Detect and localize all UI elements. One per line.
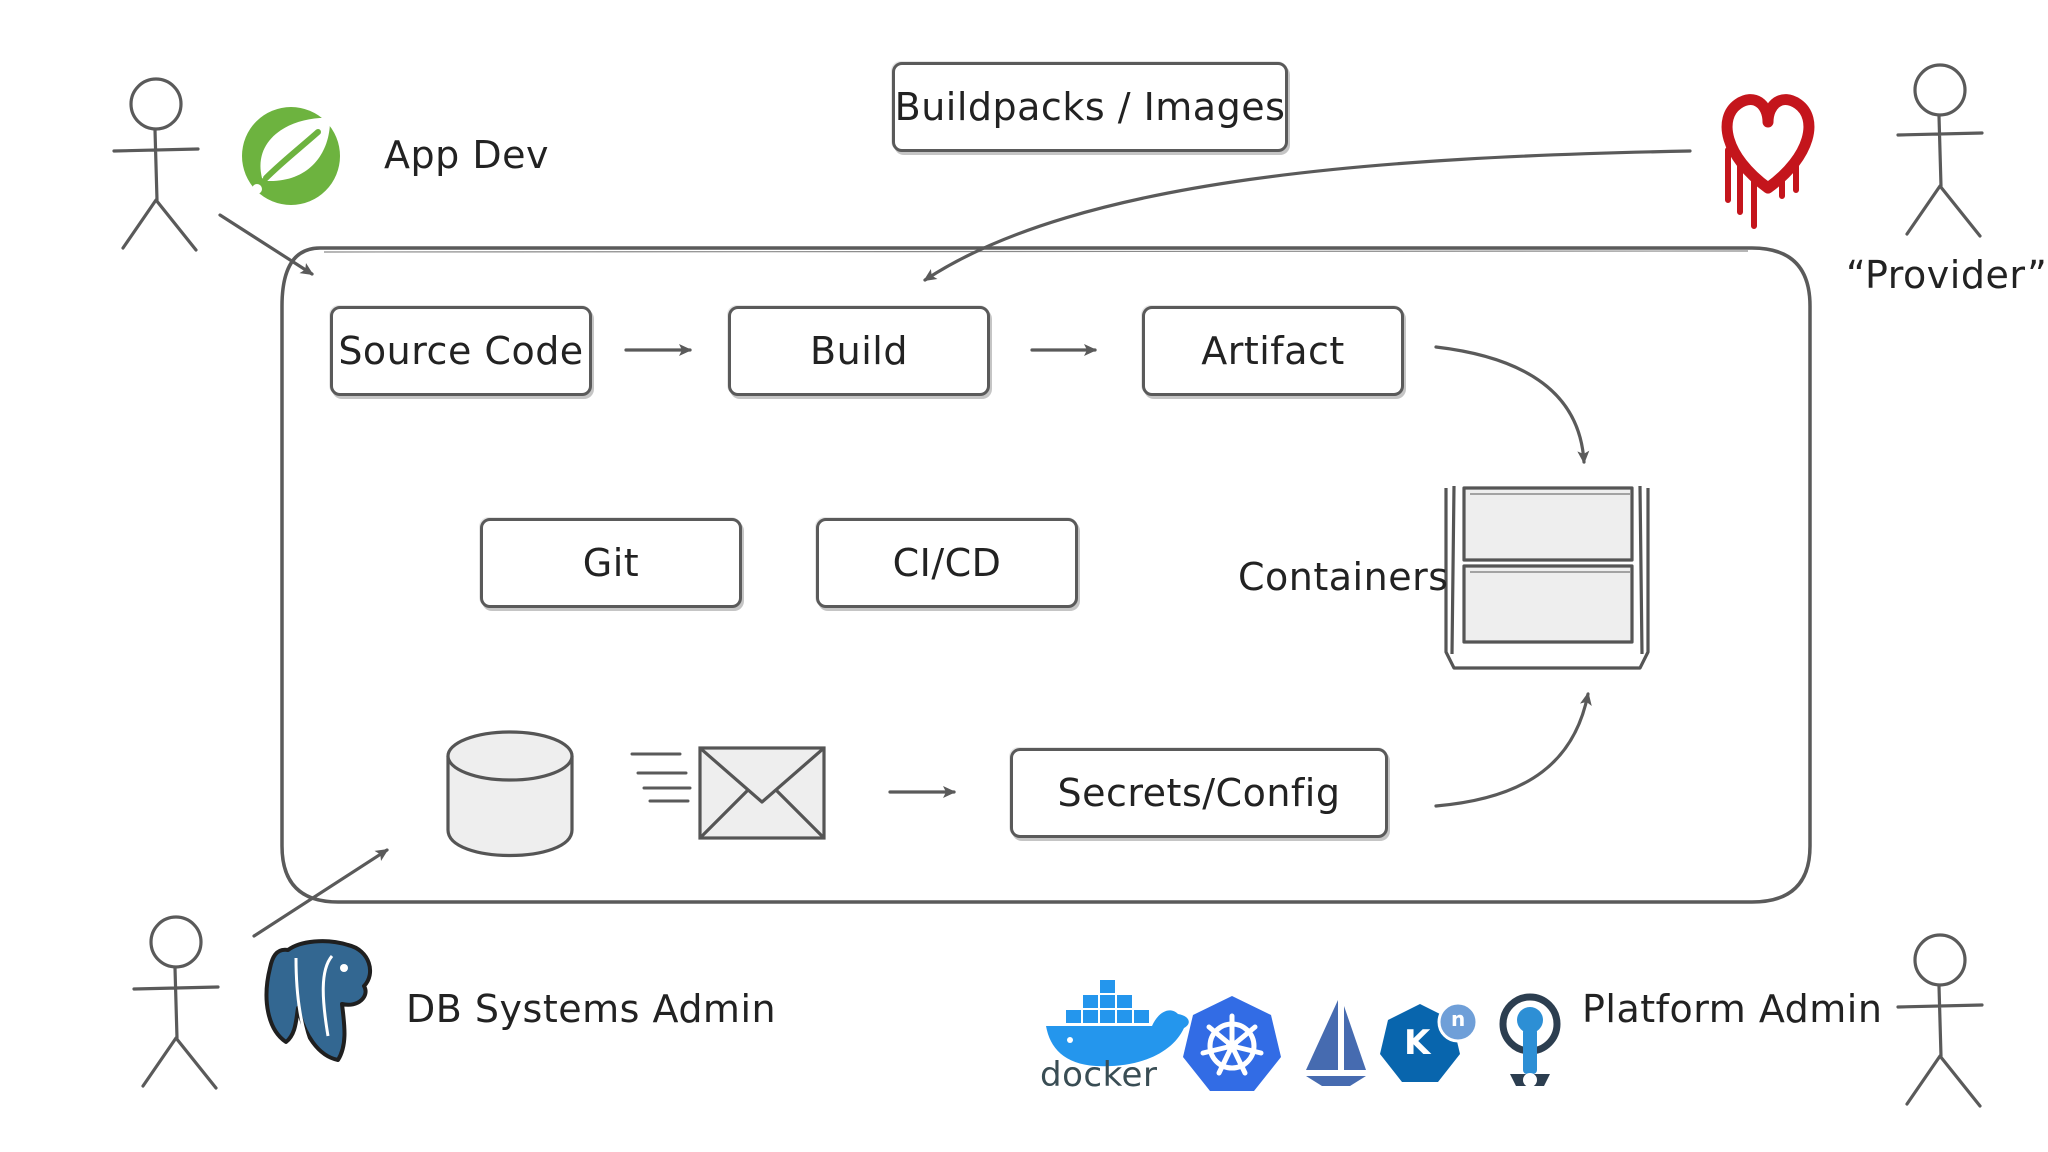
arrow-provider-to-build [923,149,1692,282]
cicd-box: CI/CD [816,518,1078,608]
arrow-artifact-to-containers [1434,345,1590,464]
knative-icon [1380,1001,1479,1082]
buildpacks-images-box: Buildpacks / Images [892,62,1288,152]
arrow-dbadmin-to-database [252,848,389,938]
riff-icon [1499,993,1561,1087]
container-stack-icon [1444,485,1650,670]
arrow-appdev-to-platform [218,213,314,276]
git-box: Git [480,518,742,608]
app-dev-label: App Dev [384,133,549,177]
envelope-icon [630,746,826,840]
stick-figure-icon [132,915,220,1090]
stick-figure-icon [1896,63,1984,238]
stick-figure-icon [1896,933,1984,1108]
build-box: Build [728,306,990,396]
bleeding-heart-icon [1721,94,1815,229]
spring-leaf-icon [242,107,340,205]
platform-boundary [280,246,1812,904]
platform-admin-label: Platform Admin [1582,987,1883,1031]
containers-label: Containers [1238,555,1449,599]
knative-n-letter: n [1451,1007,1466,1031]
kubernetes-wheel-icon [1183,996,1281,1091]
stick-figure-icon [112,77,200,252]
source-code-box: Source Code [330,306,592,396]
secrets-config-box: Secrets/Config [1010,748,1388,838]
postgres-elephant-icon [264,939,373,1062]
docker-whale-icon [1046,980,1189,1067]
knative-k-letter: K [1404,1023,1431,1063]
provider-label: “Provider” [1846,253,2048,297]
db-systems-admin-label: DB Systems Admin [406,987,777,1031]
artifact-box: Artifact [1142,306,1404,396]
istio-sail-icon [1306,1000,1366,1086]
database-cylinder-icon [446,730,574,858]
arrow-secrets-to-containers [1434,692,1592,808]
docker-wordmark: docker [1040,1055,1158,1095]
